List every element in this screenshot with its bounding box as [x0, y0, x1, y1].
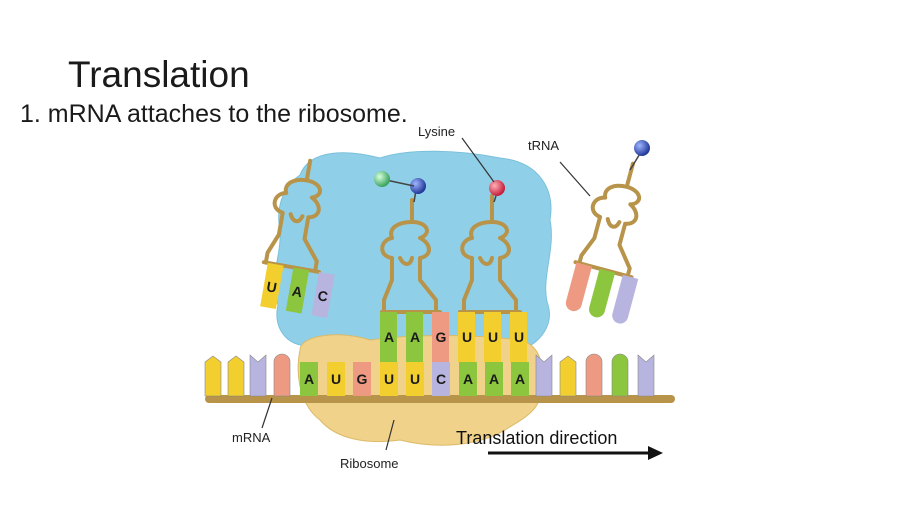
amino-acid-blue-incoming — [634, 140, 650, 156]
label-ribosome: Ribosome — [340, 456, 399, 471]
anticodon-middle-1: A — [384, 329, 394, 345]
mrna-codon-letter-9: A — [515, 371, 525, 387]
anticodon-right-3: U — [514, 329, 524, 345]
mrna-unlabeled-bases — [204, 353, 655, 397]
mrna-base-7 — [459, 362, 477, 396]
trna-middle: A A G — [380, 178, 449, 362]
mrna-codon-letter-4: U — [384, 371, 394, 387]
label-mrna: mRNA — [232, 430, 271, 445]
mrna-base-3 — [353, 362, 371, 396]
label-trna: tRNA — [528, 138, 559, 153]
anticodon-middle-3: G — [436, 329, 447, 345]
anticodon-middle-2: A — [410, 329, 420, 345]
anticodon-right-2: U — [488, 329, 498, 345]
anticodon-right-1: U — [462, 329, 472, 345]
mrna-codon-letter-5: U — [410, 371, 420, 387]
mrna-codon-letter-6: C — [436, 371, 446, 387]
mrna-base-9 — [511, 362, 529, 396]
anticodon-left-1: U — [265, 278, 278, 296]
trna-right-inside: U U U — [458, 180, 527, 362]
label-lysine: Lysine — [418, 124, 455, 139]
mrna-base-1 — [300, 362, 318, 396]
anticodon-left-3: C — [317, 287, 330, 305]
lysine-leader-line — [461, 137, 495, 183]
ribosome-leader-line — [385, 419, 395, 451]
mrna-leader-line — [261, 397, 273, 429]
mrna-codon-letter-8: A — [489, 371, 499, 387]
anticodon-left-2: A — [291, 283, 304, 301]
mrna-backbone — [205, 395, 675, 403]
trna-incoming — [565, 161, 642, 324]
arrow-head-icon — [648, 446, 663, 460]
mrna-base-2 — [327, 362, 345, 396]
mrna-base-8 — [485, 362, 503, 396]
amino-acid-lysine — [489, 180, 505, 196]
mrna-codon-letter-2: U — [331, 371, 341, 387]
mrna-codon-letter-1: A — [304, 371, 314, 387]
amino-acid-blue-middle — [410, 178, 426, 194]
mrna-base-5 — [406, 362, 424, 396]
mrna-codon-letter-7: A — [463, 371, 473, 387]
mrna-base-4 — [380, 362, 398, 396]
trna-left-departing: U A C — [260, 158, 335, 319]
mrna-codon-letter-3: G — [357, 371, 368, 387]
amino-acid-green — [374, 171, 390, 187]
mrna-base-6 — [432, 362, 450, 396]
slide-step-caption: 1. mRNA attaches to the ribosome. — [20, 100, 408, 128]
slide-title: Translation — [68, 54, 250, 95]
mrna-codon-bases: A U G U U C A A A — [300, 362, 529, 396]
trna-leader-line — [559, 161, 591, 197]
label-translation-direction: Translation direction — [456, 428, 617, 448]
